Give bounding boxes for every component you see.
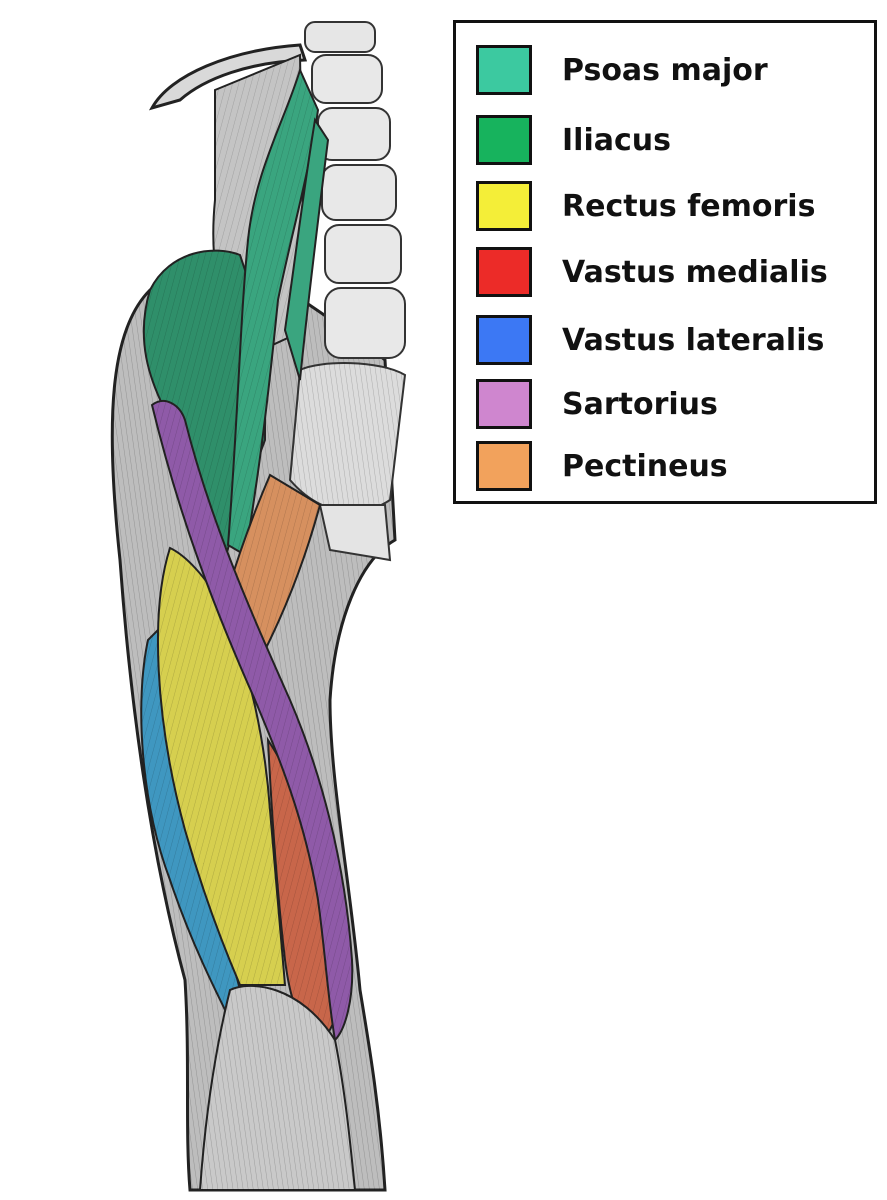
legend-label: Psoas major (562, 52, 768, 88)
legend-swatch (476, 379, 532, 429)
legend-swatch (476, 247, 532, 297)
legend-swatch (476, 45, 532, 95)
legend-item-pectineus: Pectineus (476, 441, 728, 491)
legend-item-psoas-major: Psoas major (476, 45, 768, 95)
legend-swatch (476, 181, 532, 231)
legend-label: Pectineus (562, 448, 728, 484)
legend-box: Psoas major Iliacus Rectus femoris Vastu… (453, 20, 877, 504)
legend-item-sartorius: Sartorius (476, 379, 718, 429)
psoas-minor-strips (283, 117, 330, 381)
legend-swatch (476, 315, 532, 365)
legend-item-rectus-femoris: Rectus femoris (476, 181, 815, 231)
legend-label: Sartorius (562, 386, 718, 422)
legend-item-vastus-medialis: Vastus medialis (476, 247, 828, 297)
legend-label: Vastus lateralis (562, 322, 825, 358)
iliac-crest (148, 43, 308, 111)
legend-label: Iliacus (562, 122, 671, 158)
legend-label: Rectus femoris (562, 188, 816, 224)
legend-item-vastus-lateralis: Vastus lateralis (476, 315, 824, 365)
legend-swatch (476, 441, 532, 491)
lumbar-spine (288, 21, 407, 562)
legend-label: Vastus medialis (562, 254, 828, 290)
legend-swatch (476, 115, 532, 165)
legend-item-iliacus: Iliacus (476, 115, 671, 165)
